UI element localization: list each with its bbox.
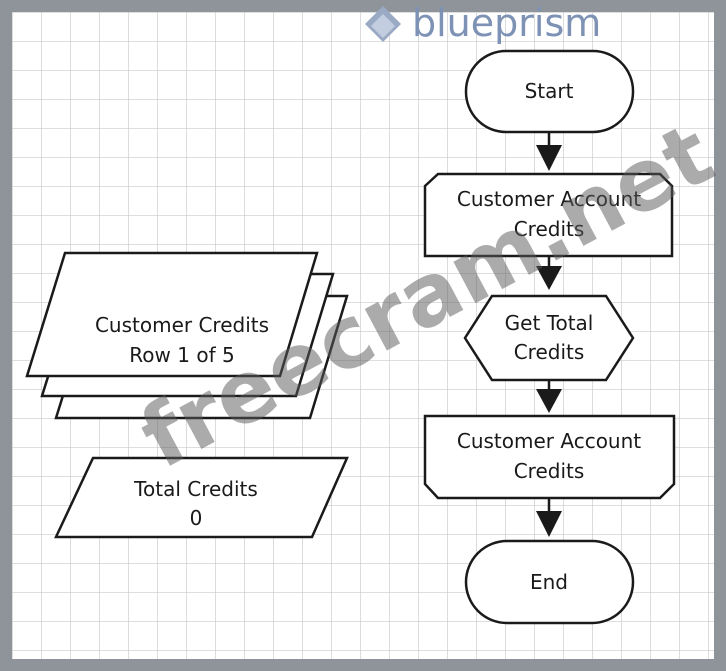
blueprism-logo-icon	[365, 6, 401, 42]
arrowhead-icon	[536, 511, 562, 537]
action-label-line2: Credits	[514, 459, 585, 483]
calculation-stage-get-total-credits[interactable]: Get Total Credits	[463, 294, 635, 382]
blueprism-logo-text: blueprism	[412, 1, 601, 45]
arrowhead-icon	[536, 266, 562, 290]
data-item-label-line1: Total Credits	[133, 477, 258, 501]
collection-customer-credits[interactable]: Customer Credits Row 1 of 5	[25, 251, 349, 420]
end-stage[interactable]: End	[464, 539, 635, 625]
flow-connectors	[536, 132, 562, 537]
start-label: Start	[525, 79, 574, 103]
action-stage-customer-account-credits-2[interactable]: Customer Account Credits	[423, 414, 676, 500]
end-label: End	[530, 570, 568, 594]
arrowhead-icon	[536, 389, 562, 413]
collection-label-line1: Customer Credits	[95, 313, 269, 337]
action-label-line1: Customer Account	[457, 429, 641, 453]
calculation-label-line2: Credits	[514, 340, 585, 364]
data-item-total-credits[interactable]: Total Credits 0	[54, 456, 349, 539]
action-stage-customer-account-credits[interactable]: Customer Account Credits	[423, 172, 674, 258]
collection-label-line2: Row 1 of 5	[129, 343, 234, 367]
data-item-label-line2: 0	[190, 506, 203, 530]
action-label-line1: Customer Account	[457, 187, 641, 211]
arrowhead-icon	[536, 145, 562, 171]
action-label-line2: Credits	[514, 217, 585, 241]
start-stage[interactable]: Start	[464, 49, 635, 134]
calculation-label-line1: Get Total	[505, 311, 594, 335]
collection-layer-front	[25, 251, 319, 378]
blueprism-logo: blueprism	[365, 1, 601, 45]
